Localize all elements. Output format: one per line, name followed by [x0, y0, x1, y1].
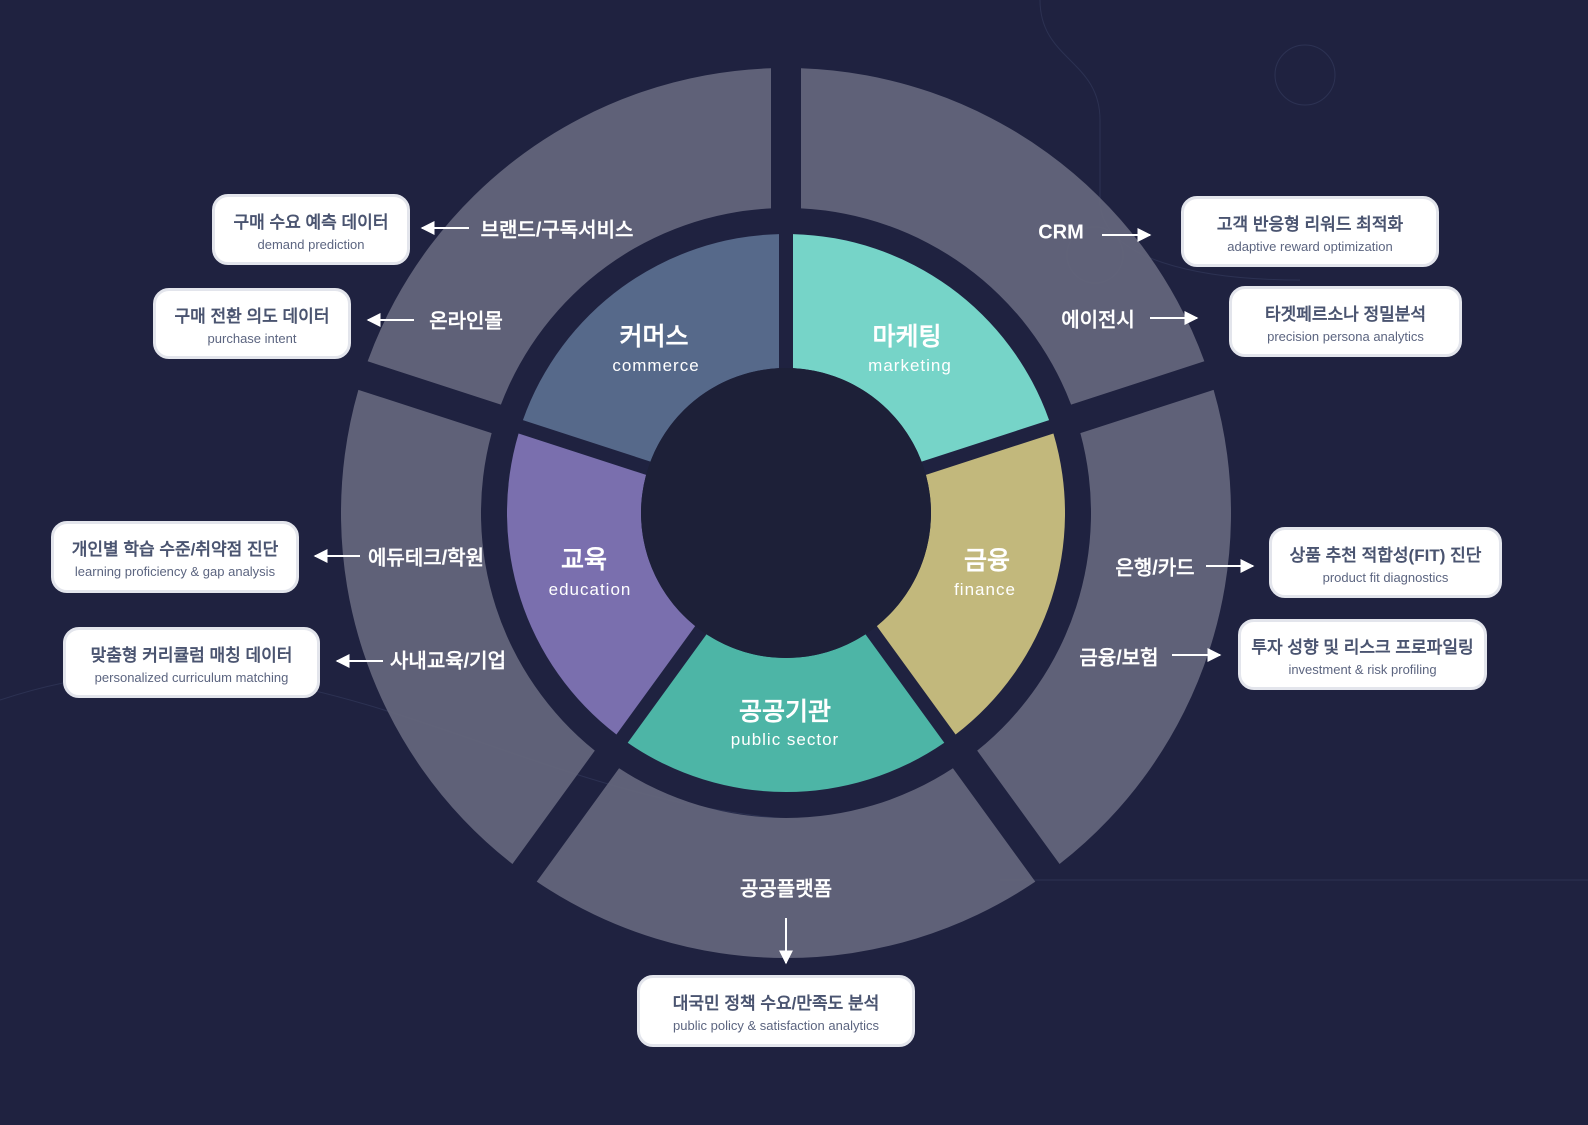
box-subtitle: investment & risk profiling	[1288, 661, 1437, 677]
box-subtitle: purchase intent	[207, 330, 297, 346]
outer-segment-commerce	[367, 68, 772, 405]
box-public-policy: 대국민 정책 수요/만족도 분석 public policy & satisfa…	[637, 975, 915, 1047]
box-subtitle: demand prediction	[257, 236, 365, 252]
box-demand-prediction: 구매 수요 예측 데이터 demand prediction	[212, 194, 410, 265]
subsector-brand: 브랜드/구독서비스	[480, 219, 634, 242]
box-subtitle: adaptive reward optimization	[1227, 238, 1393, 254]
box-curriculum-matching: 맞춤형 커리큘럼 매칭 데이터 personalized curriculum …	[63, 627, 320, 698]
commerce-label-en: commerce	[612, 356, 700, 375]
box-title: 구매 수요 예측 데이터	[233, 212, 389, 232]
box-title: 대국민 정책 수요/만족도 분석	[672, 994, 880, 1013]
subsector-bank: 은행/카드	[1115, 557, 1195, 580]
subsector-insurance: 금융/보험	[1079, 647, 1159, 670]
outer-segment-marketing	[800, 68, 1205, 405]
segment-public	[627, 634, 945, 793]
public-label-en: public sector	[730, 730, 840, 749]
box-purchase-intent: 구매 전환 의도 데이터 purchase intent	[153, 288, 351, 359]
box-title: 구매 전환 의도 데이터	[174, 306, 330, 326]
commerce-label: 커머스	[619, 323, 689, 351]
education-label-en: education	[548, 580, 632, 599]
box-risk-profiling: 투자 성향 및 리스크 프로파일링 investment & risk prof…	[1238, 619, 1487, 690]
subsector-online: 온라인몰	[429, 310, 503, 333]
public-label: 공공기관	[738, 698, 832, 726]
box-title: 투자 성향 및 리스크 프로파일링	[1251, 637, 1474, 657]
segment-marketing	[792, 234, 1050, 462]
box-subtitle: personalized curriculum matching	[94, 669, 289, 685]
segment-finance	[876, 433, 1065, 735]
marketing-label-en: marketing	[868, 356, 952, 375]
subsector-public-platform: 공공플랫폼	[740, 878, 832, 901]
box-title: 상품 추천 적합성(FIT) 진단	[1289, 545, 1482, 565]
box-title: 맞춤형 커리큘럼 매칭 데이터	[90, 645, 293, 665]
finance-label-en: finance	[954, 580, 1016, 599]
box-product-fit: 상품 추천 적합성(FIT) 진단 product fit diagnostic…	[1269, 527, 1502, 598]
subsector-corp: 사내교육/기업	[390, 650, 506, 673]
subsector-edutech: 에듀테크/학원	[368, 547, 484, 570]
box-title: 타겟페르소나 정밀분석	[1264, 304, 1427, 324]
center-hub	[641, 368, 931, 658]
segment-commerce	[522, 234, 780, 462]
subsector-agency: 에이전시	[1061, 309, 1135, 332]
segment-education	[507, 433, 696, 735]
education-label: 교육	[560, 546, 608, 574]
subsector-crm: CRM	[1038, 221, 1084, 244]
outer-segment-public	[536, 768, 1036, 959]
box-subtitle: precision persona analytics	[1267, 328, 1424, 344]
outer-segment-education	[340, 389, 595, 864]
box-adaptive-reward: 고객 반응형 리워드 최적화 adaptive reward optimizat…	[1181, 196, 1439, 267]
box-subtitle: product fit diagnostics	[1322, 569, 1449, 585]
box-title: 고객 반응형 리워드 최적화	[1216, 214, 1404, 234]
outer-segment-finance	[977, 389, 1232, 864]
marketing-label: 마케팅	[872, 323, 942, 351]
box-precision-persona: 타겟페르소나 정밀분석 precision persona analytics	[1229, 286, 1462, 357]
box-title: 개인별 학습 수준/취약점 진단	[71, 540, 279, 559]
finance-label: 금융	[963, 547, 1011, 575]
box-subtitle: learning proficiency & gap analysis	[74, 564, 276, 579]
box-subtitle: public policy & satisfaction analytics	[673, 1018, 879, 1033]
box-learning-proficiency: 개인별 학습 수준/취약점 진단 learning proficiency & …	[51, 521, 299, 593]
